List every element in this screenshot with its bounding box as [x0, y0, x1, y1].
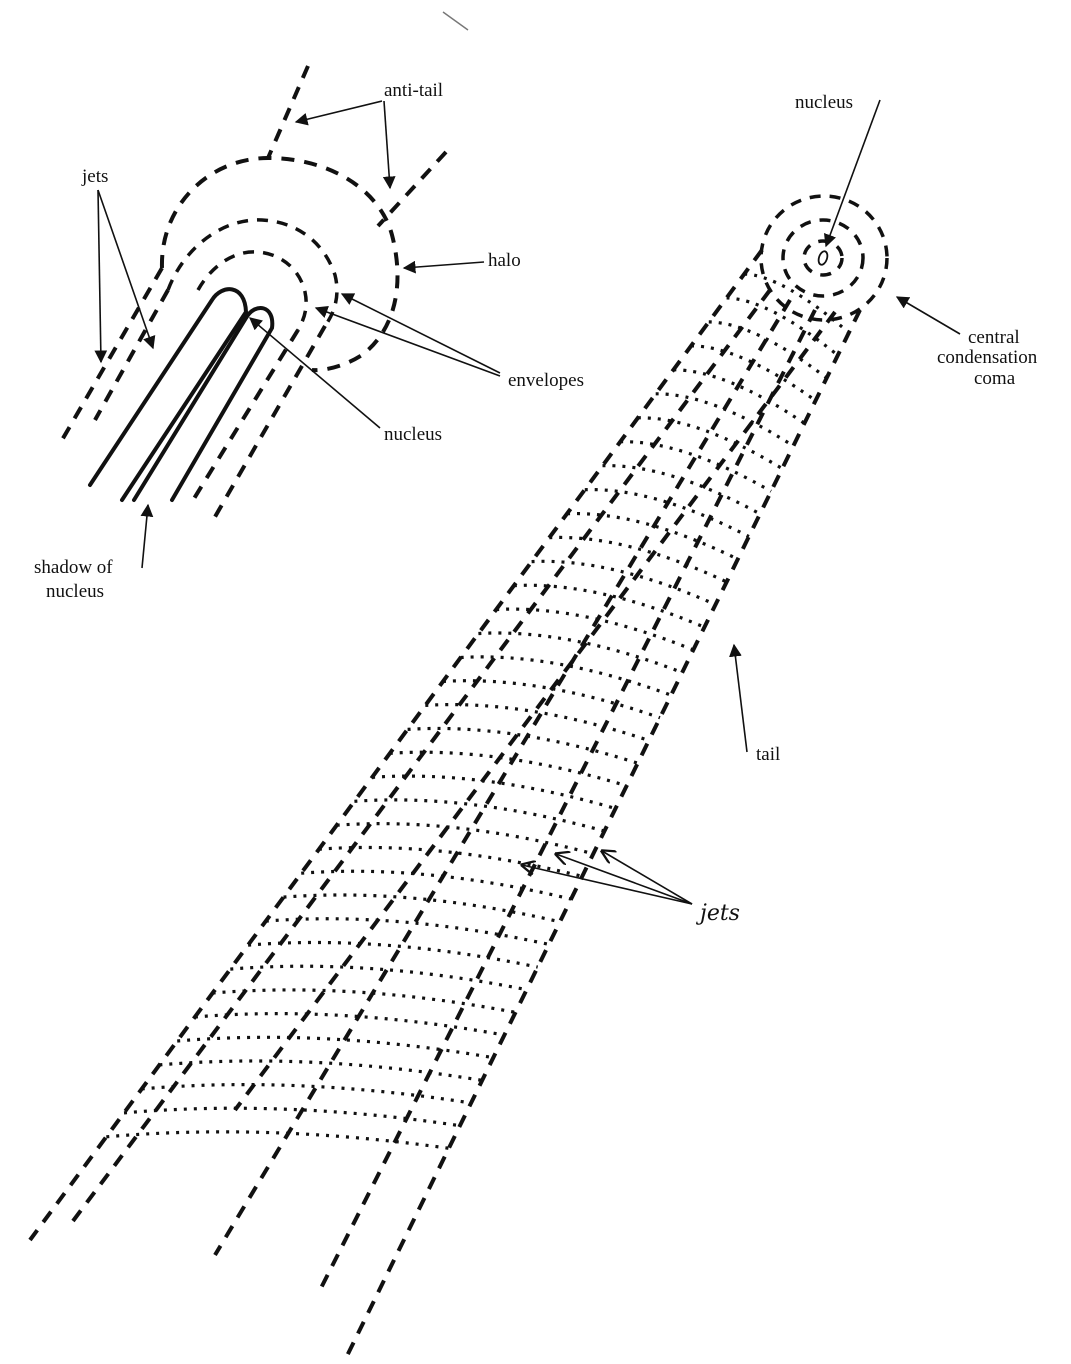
coma-outer-ring	[761, 196, 887, 320]
left-labels: anti-tail jets halo envelopes nucleus sh…	[34, 80, 584, 602]
tail-hatch-arc	[266, 919, 549, 945]
tail-hatch-arc	[372, 776, 615, 808]
coma-inner-ring	[804, 241, 842, 275]
tail-edge-right	[345, 310, 860, 1360]
jets-arrow-2	[98, 190, 153, 348]
left-comet-head	[62, 66, 446, 522]
tail-hatch-arc	[284, 895, 560, 922]
nucleus-label-right: nucleus	[795, 92, 853, 113]
tail-hatch-arc	[620, 442, 771, 492]
scan-mark	[443, 12, 468, 30]
jets-label-right: jets	[695, 901, 740, 926]
anti-tail-arrow-2	[384, 101, 390, 188]
anti-tail-line-upper	[268, 66, 308, 158]
shadow-label-line1: shadow of	[34, 557, 113, 578]
tail-streamer-3	[320, 310, 815, 1290]
tail-edge-left	[30, 250, 762, 1240]
envelopes-arrow-2	[316, 308, 500, 376]
nucleus-dot	[817, 250, 829, 266]
tail-hatch-arc	[673, 370, 804, 424]
halo-arrow	[404, 262, 484, 268]
coma-label-line1: central	[968, 327, 1020, 348]
coma-middle-ring	[783, 220, 863, 296]
shadow-label-line2: nucleus	[46, 581, 104, 602]
tail-arrow	[734, 645, 747, 752]
jets-arrow-right-3	[602, 851, 692, 904]
tail-hatch-arc	[390, 752, 627, 786]
nucleus-outline	[90, 289, 246, 500]
coma-arrow	[897, 297, 960, 334]
jet-line-2	[95, 290, 168, 420]
right-labels: nucleus central condensation coma tail j…	[522, 92, 1038, 926]
envelope-line-right-2	[212, 326, 325, 522]
envelopes-label: envelopes	[508, 370, 584, 391]
halo-curve	[162, 158, 398, 370]
nucleus-label-left: nucleus	[384, 424, 442, 445]
tail-streamer-2	[215, 300, 790, 1255]
anti-tail-label: anti-tail	[384, 80, 443, 101]
nucleus-outline-right	[134, 308, 272, 500]
tail-label: tail	[756, 744, 780, 765]
envelopes-arrow-1	[342, 294, 500, 373]
coma-label-line3: coma	[974, 368, 1016, 389]
tail-arc-hatching	[106, 274, 849, 1148]
tail-hatch-arc	[408, 728, 638, 763]
anti-tail-arrow-1	[296, 101, 382, 122]
tail-hatch-arc	[744, 274, 849, 333]
shadow-arrow	[142, 505, 148, 568]
jets-label: jets	[81, 166, 108, 187]
envelope-line-right-1	[190, 330, 298, 505]
tail-hatch-arc	[142, 1085, 471, 1103]
coma-label-line2: condensation	[937, 347, 1038, 368]
envelope-inner	[198, 252, 306, 330]
tail-hatch-arc	[656, 394, 794, 446]
jets-arrow-1	[98, 190, 101, 362]
jets-arrow-right-2	[556, 854, 692, 904]
right-comet	[30, 196, 887, 1360]
halo-label: halo	[488, 250, 521, 271]
tail-hatch-arc	[248, 942, 538, 967]
jet-line-1	[62, 268, 162, 440]
nucleus-arrow-right	[826, 100, 880, 246]
jets-arrow-right-1	[522, 865, 692, 904]
